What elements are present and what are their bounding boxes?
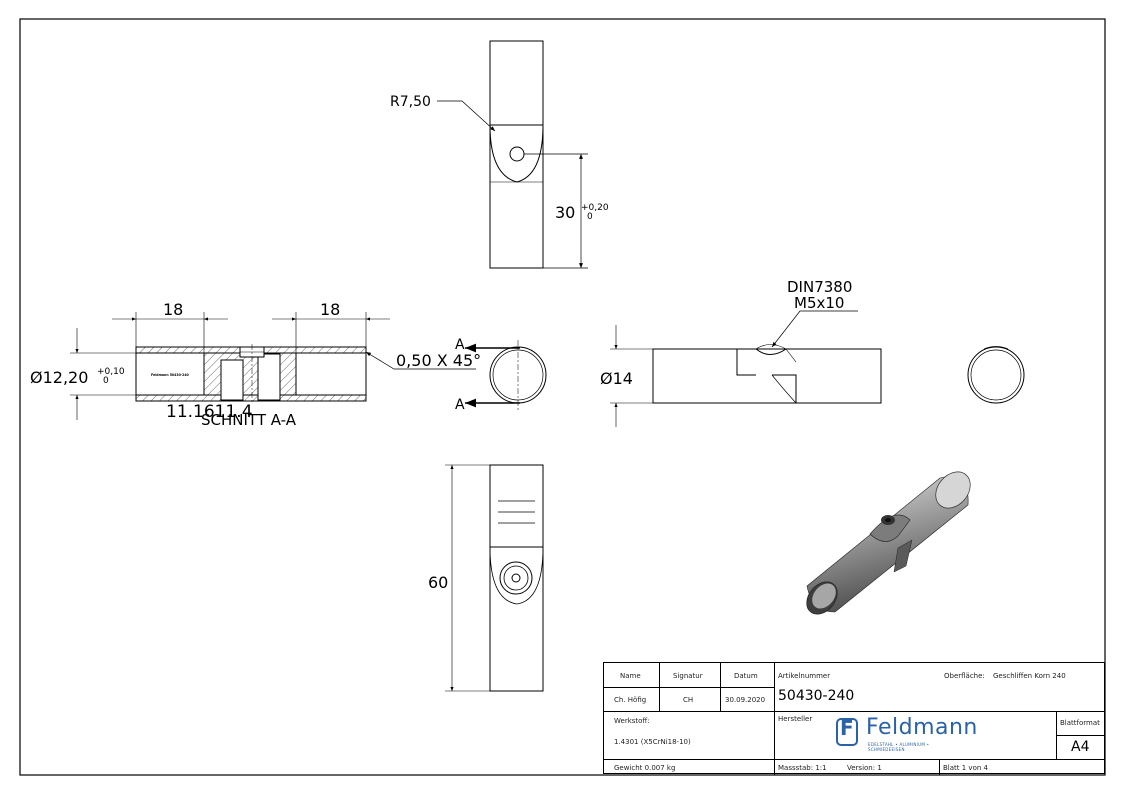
tb-name-header: Name: [620, 672, 641, 680]
feldmann-logo-icon: [836, 718, 858, 746]
tb-artikelnummer: 50430-240: [778, 688, 855, 704]
tb-oberflaeche: Geschliffen Korn 240: [993, 672, 1066, 680]
tb-blatt: Blatt 1 von 4: [943, 764, 988, 772]
feldmann-logo: F Feldmann EDELSTAHL • ALUMINIUM • SCHMI…: [836, 715, 977, 752]
isometric-view: [806, 471, 971, 615]
tb-blattformat: A4: [1071, 739, 1090, 755]
sheet-border: [19, 18, 1106, 776]
tb-werkstoff-label: Werkstoff:: [614, 717, 650, 725]
tb-blattformat-label: Blattformat: [1060, 719, 1100, 727]
tb-gewicht: Gewicht 0.007 kg: [614, 764, 676, 772]
section-label: SCHNITT A-A: [201, 411, 297, 429]
end-view-right: [967, 346, 1025, 404]
dim-diameter-14: Ø14: [600, 369, 633, 388]
section-marker-top: A: [455, 337, 465, 353]
front-view: [610, 310, 882, 427]
logo-name: Feldmann: [866, 715, 978, 740]
dim-length-18-right: 18: [320, 300, 340, 319]
title-block: Name Signatur Datum Ch. Höfig CH 30.09.2…: [603, 662, 1105, 775]
section-view: [70, 312, 476, 420]
section-marker-bottom: A: [455, 397, 465, 413]
dim-radius: R7,50: [390, 94, 431, 110]
dim-tol-zero-top: 0: [587, 212, 593, 222]
tb-datum: 30.09.2020: [725, 696, 766, 704]
tb-signatur-header: Signatur: [673, 672, 703, 680]
dim-length-18-left: 18: [163, 300, 183, 319]
tb-signatur: CH: [683, 696, 694, 704]
tb-datum-header: Datum: [734, 672, 758, 680]
section-code-overlay: 11.1611.4: [166, 402, 253, 422]
end-view-section: [465, 340, 547, 410]
logo-subtitle: EDELSTAHL • ALUMINIUM • SCHMIEDEEISEN: [868, 742, 930, 752]
tb-hersteller-label: Hersteller: [778, 715, 813, 723]
thread-norm: DIN7380: [787, 278, 852, 296]
dim-diameter-1220: Ø12,20: [30, 368, 88, 387]
dim-height-60: 60: [428, 573, 448, 592]
dim-chamfer: 0,50 X 45°: [396, 351, 481, 370]
dim-tol-plus-01: +0,10: [97, 367, 125, 377]
tb-name: Ch. Höfig: [614, 696, 647, 704]
dim-tol-plus-02: +0,20: [581, 203, 609, 213]
part-marking: Feldmann 50430-240: [151, 373, 190, 377]
top-view: [437, 40, 588, 269]
dim-height-30: 30: [555, 203, 575, 222]
tb-artikelnummer-label: Artikelnummer: [778, 672, 831, 680]
tb-werkstoff: 1.4301 (X5CrNi18-10): [614, 738, 691, 746]
tb-oberflaeche-label: Oberfläche:: [944, 672, 985, 680]
tb-massstab: Massstab: 1:1: [778, 764, 827, 772]
dim-tol-zero-sec: 0: [103, 376, 109, 386]
bottom-view: [445, 464, 544, 692]
thread-size: M5x10: [794, 294, 844, 312]
tb-version: Version: 1: [847, 764, 882, 772]
